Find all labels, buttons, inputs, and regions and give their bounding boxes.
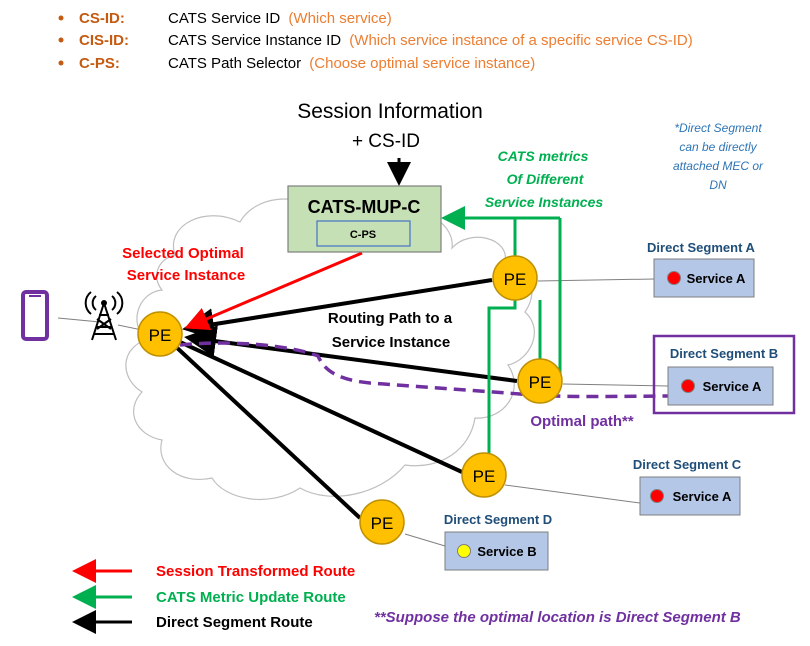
- definitions: CS-ID: CATS Service ID (Which service) C…: [58, 10, 693, 72]
- pe-node-a: PE: [492, 255, 538, 301]
- definition-desc: CATS Service ID: [168, 10, 280, 27]
- legend-session-transformed: Session Transformed Route: [72, 559, 355, 583]
- pe-label: PE: [504, 270, 527, 289]
- routing-label-line: Service Instance: [332, 334, 450, 351]
- direct-segment-b: Direct Segment B Service A: [652, 334, 796, 415]
- pe-label: PE: [371, 514, 394, 533]
- legend: Session Transformed Route CATS Metric Up…: [72, 559, 355, 634]
- route-to-pe-d: [172, 343, 362, 520]
- metrics-label-line: CATS metrics: [498, 148, 589, 164]
- direct-segment-d: Direct Segment D Service B: [444, 512, 552, 571]
- bullet-icon: [58, 37, 64, 43]
- session-title: Session Information: [297, 100, 483, 123]
- definition-term: C-PS:: [79, 55, 120, 72]
- definition-text: CATS Path Selector (Choose optimal servi…: [168, 55, 535, 72]
- optimal-path: [179, 341, 683, 399]
- metrics-label-line: Of Different: [507, 171, 585, 187]
- service-label: Service A: [673, 489, 732, 504]
- service-label: Service A: [687, 271, 746, 286]
- definition-c-ps: C-PS: CATS Path Selector (Choose optimal…: [58, 55, 535, 72]
- definition-text: CATS Service ID (Which service): [168, 10, 392, 27]
- selected-optimal-label: Selected Optimal Service Instance: [122, 245, 245, 284]
- note-line: DN: [709, 178, 727, 192]
- metrics-label-line: Service Instances: [485, 194, 604, 210]
- legend-direct-segment: Direct Segment Route: [72, 610, 313, 634]
- service-label: Service A: [703, 379, 762, 394]
- definition-note: (Choose optimal service instance): [309, 55, 535, 72]
- definition-text: CATS Service Instance ID (Which service …: [168, 32, 693, 49]
- bullet-icon: [58, 60, 64, 66]
- note-line: attached MEC or: [673, 159, 764, 173]
- pe-node-b: PE: [517, 358, 563, 404]
- definition-cis-id: CIS-ID: CATS Service Instance ID (Which …: [58, 32, 693, 49]
- service-red-dot-icon: [681, 379, 695, 393]
- session-transformed-route: [184, 251, 363, 331]
- direct-segment-routes: [172, 278, 518, 520]
- definition-term: CS-ID:: [79, 10, 125, 27]
- service-yellow-dot-icon: [457, 544, 471, 558]
- service-red-dot-icon: [667, 271, 681, 285]
- cats-mup-c-controller: CATS-MUP-C C-PS: [287, 185, 442, 253]
- definition-term: CIS-ID:: [79, 32, 129, 49]
- legend-label: Session Transformed Route: [156, 563, 355, 580]
- routing-path-label: Routing Path to a Service Instance: [328, 310, 453, 351]
- route-to-pe-a: [182, 278, 493, 341]
- segment-title: Direct Segment A: [647, 240, 755, 255]
- pe-node-ingress: PE: [137, 311, 183, 357]
- definition-note: (Which service): [288, 10, 391, 27]
- selected-label-line: Selected Optimal: [122, 245, 244, 262]
- definition-desc: CATS Path Selector: [168, 55, 301, 72]
- pe-node-d: PE: [359, 499, 405, 545]
- pe-label: PE: [529, 373, 552, 392]
- pe-label: PE: [149, 326, 172, 345]
- note-line: can be directly: [679, 140, 757, 154]
- cps-box: [316, 220, 411, 247]
- definition-cs-id: CS-ID: CATS Service ID (Which service): [58, 10, 392, 27]
- legend-label: CATS Metric Update Route: [156, 589, 346, 606]
- segment-title: Direct Segment D: [444, 512, 552, 527]
- cps-label: C-PS: [350, 229, 376, 241]
- phone-icon: [21, 290, 49, 341]
- segment-title: Direct Segment C: [633, 457, 742, 472]
- optimal-segment-frame: [652, 334, 796, 415]
- service-label: Service B: [477, 544, 536, 559]
- controller-title: CATS-MUP-C: [308, 197, 421, 217]
- legend-label: Direct Segment Route: [156, 614, 313, 631]
- footnote: **Suppose the optimal location is Direct…: [374, 609, 741, 626]
- cell-tower-icon: [84, 291, 124, 341]
- metrics-label: CATS metrics Of Different Service Instan…: [485, 148, 604, 210]
- note-line: *Direct Segment: [674, 121, 762, 135]
- optimal-path-label: Optimal path**: [530, 413, 634, 430]
- service-red-dot-icon: [650, 489, 664, 503]
- session-sub: + CS-ID: [352, 131, 420, 152]
- direct-segment-note: *Direct Segment can be directly attached…: [673, 121, 764, 192]
- segment-title: Direct Segment B: [670, 346, 778, 361]
- pe-label: PE: [473, 467, 496, 486]
- definition-note: (Which service instance of a specific se…: [349, 32, 692, 49]
- legend-metric-update: CATS Metric Update Route: [72, 585, 346, 609]
- routing-label-line: Routing Path to a: [328, 310, 453, 327]
- bullet-icon: [58, 15, 64, 21]
- direct-segment-a: Direct Segment A Service A: [647, 240, 756, 298]
- definition-desc: CATS Service Instance ID: [168, 32, 341, 49]
- direct-segment-c: Direct Segment C Service A: [633, 457, 742, 516]
- metric-update-routes: [441, 206, 562, 460]
- route-to-pe-c: [179, 340, 463, 474]
- selected-label-line: Service Instance: [127, 267, 245, 284]
- pe-node-c: PE: [461, 452, 507, 498]
